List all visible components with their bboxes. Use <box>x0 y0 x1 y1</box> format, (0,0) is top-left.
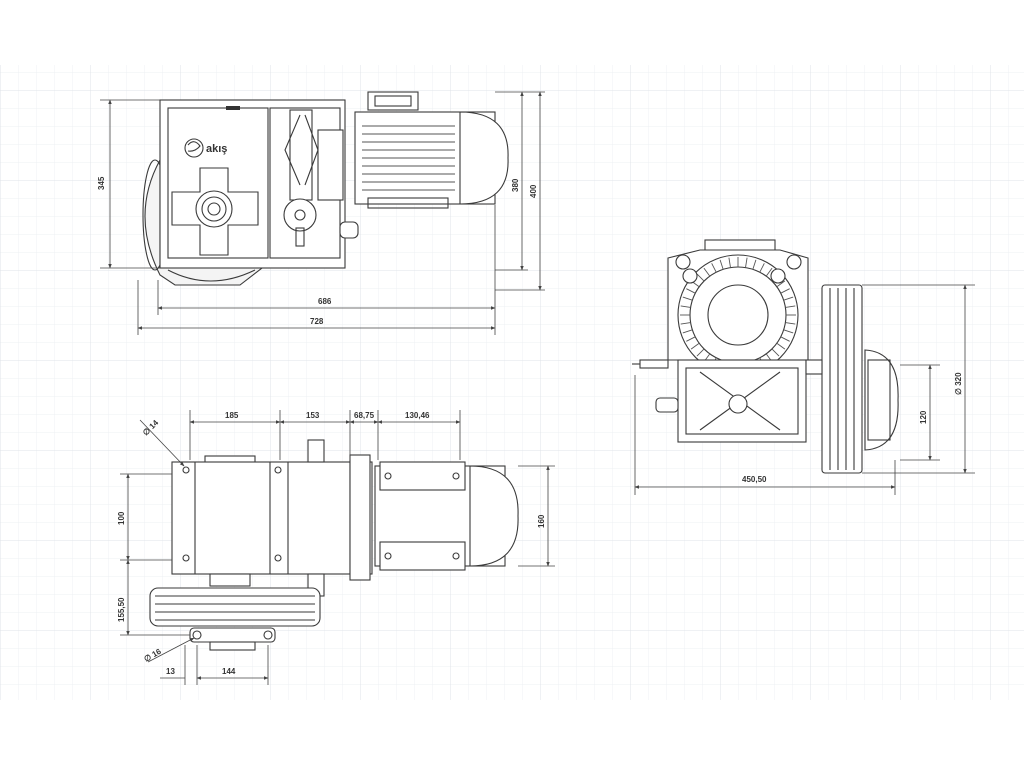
cooling-fin <box>785 305 796 308</box>
base-flange <box>189 627 276 643</box>
dim-686: 686 <box>318 297 332 306</box>
dim-345: 345 <box>97 176 106 190</box>
brand-logo-text: akış <box>206 143 227 155</box>
dim-380: 380 <box>511 178 520 192</box>
dim-160: 160 <box>537 514 546 528</box>
cooling-fin <box>780 336 790 342</box>
cooling-fin <box>682 296 693 301</box>
dim-450-50: 450,50 <box>742 475 767 484</box>
cooling-fin <box>783 296 794 301</box>
cooling-fin <box>752 259 757 270</box>
motor-shaft-end <box>707 284 769 346</box>
top-bolt <box>307 439 325 463</box>
cooling-fin <box>703 267 711 277</box>
cooling-fin <box>690 342 700 350</box>
cooling-fin <box>776 280 786 288</box>
side-bolt-left <box>639 359 669 369</box>
dim-155-50: 155,50 <box>117 597 126 622</box>
cooling-fin <box>759 263 765 273</box>
cooling-fin <box>680 322 691 325</box>
dim-153: 153 <box>306 411 320 420</box>
dim-144: 144 <box>222 667 236 676</box>
output-shaft <box>195 190 233 228</box>
cooling-fin <box>745 257 748 268</box>
traction-sheave <box>821 284 863 474</box>
dim-120: 120 <box>919 410 928 424</box>
top-view: akış 345 380 <box>97 91 545 335</box>
dim-728: 728 <box>310 317 324 326</box>
cooling-fin <box>780 288 790 294</box>
dim-185: 185 <box>225 411 239 420</box>
cooling-fin <box>696 273 705 282</box>
dim-130-46: 130,46 <box>405 411 430 420</box>
bottom-view: 185 153 68,75 130,46 100 155,50 160 13 1… <box>117 410 555 685</box>
cooling-fin <box>785 322 796 325</box>
cooling-fin <box>686 288 696 294</box>
cooling-fin <box>711 263 717 273</box>
cooling-fin <box>719 259 724 270</box>
dim-68-75: 68,75 <box>354 411 375 420</box>
sheave-plan <box>149 587 321 627</box>
cooling-fin <box>682 329 693 334</box>
cooling-fin <box>783 329 794 334</box>
brake-drum <box>283 198 317 232</box>
gearbox-plan <box>171 461 373 575</box>
cooling-fin <box>765 267 773 277</box>
dim-diameter-320: ∅ 320 <box>954 372 963 395</box>
cooling-fin <box>696 348 705 357</box>
logo-emblem <box>184 138 204 158</box>
dim-400: 400 <box>529 184 538 198</box>
dim-100: 100 <box>117 511 126 525</box>
cooling-fin <box>776 342 786 350</box>
cooling-fin <box>686 336 696 342</box>
dim-13: 13 <box>166 667 175 676</box>
cooling-fin <box>680 305 691 308</box>
cooling-fin <box>728 257 731 268</box>
cooling-fin <box>771 348 780 357</box>
gearbox-body <box>159 99 346 269</box>
side-view: ∅ 320 120 450,50 <box>632 239 975 495</box>
